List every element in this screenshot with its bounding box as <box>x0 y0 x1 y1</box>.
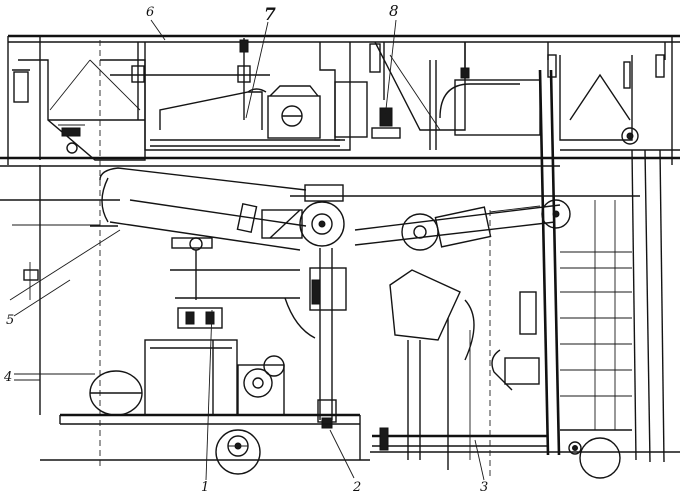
right-tower <box>538 69 665 463</box>
far-right-hopper <box>547 54 680 151</box>
callout-5: 5 <box>6 313 14 328</box>
top-frame <box>7 34 680 165</box>
right-conveyor-arm <box>354 199 571 251</box>
left-hopper <box>12 59 146 161</box>
motor-assembly <box>89 339 285 416</box>
callout-1: 1 <box>201 480 209 493</box>
callout-leaders <box>13 19 485 481</box>
feeder-mechanism <box>170 237 475 470</box>
central-drive <box>299 184 347 429</box>
callout-8: 8 <box>389 2 399 20</box>
callout-2: 2 <box>352 480 361 493</box>
left-side-details <box>9 224 121 381</box>
callout-3: 3 <box>480 480 488 493</box>
right-hopper-8 <box>319 41 541 150</box>
main-beam <box>0 40 680 470</box>
wheel-left <box>215 429 261 475</box>
wheel-right <box>568 437 621 479</box>
left-conveyor-arm <box>90 167 307 251</box>
base-frame <box>40 413 680 461</box>
callout-4: 4 <box>3 370 12 385</box>
center-hopper <box>110 38 351 151</box>
right-middle-equipment <box>469 210 540 480</box>
callout-6: 6 <box>146 5 154 20</box>
callout-7: 7 <box>264 5 276 25</box>
